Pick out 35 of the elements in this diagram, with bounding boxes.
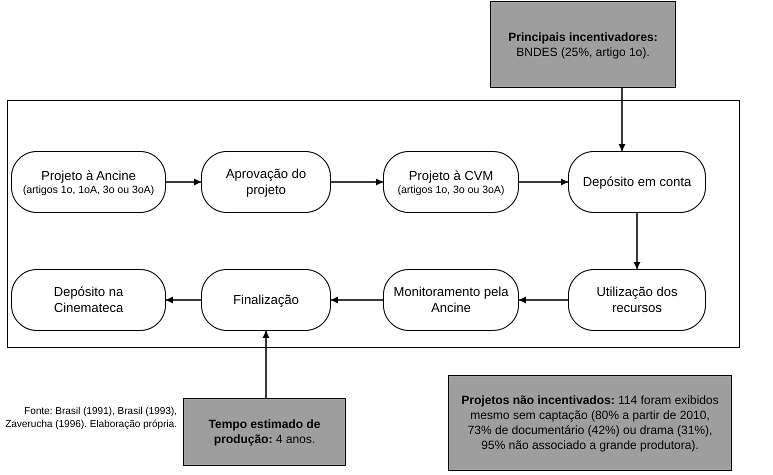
arrow — [634, 213, 640, 269]
note-text: Projetos não incentivados: 114 foram exibidos mesmo sem captação (80% a partir de 2010, 73% de documentário (42%) ou drama (31%), 95% não associado a grande produtora). — [460, 393, 720, 453]
process-box — [568, 151, 706, 213]
note-text: Tempo estimado de produção: 4 anos. — [208, 417, 322, 447]
step-label: Depósito em conta — [582, 174, 692, 190]
process-box — [383, 269, 519, 331]
process-box — [11, 151, 166, 213]
arrow — [331, 178, 383, 186]
step-label: Depósito na Cinemateca — [52, 284, 124, 316]
arrow — [519, 296, 568, 304]
step-label: Utilização dos recursos — [596, 284, 678, 316]
process-box — [201, 269, 331, 331]
note-box — [490, 1, 676, 88]
arrow — [519, 178, 568, 186]
process-box — [568, 269, 706, 331]
process-box — [11, 269, 166, 331]
note-box — [448, 375, 732, 471]
step-label: Aprovação do projeto — [224, 166, 308, 198]
step-detail: (artigos 1o, 3o ou 3oA) — [398, 184, 504, 196]
arrow — [331, 296, 383, 304]
process-box — [383, 151, 519, 213]
arrow — [618, 88, 626, 151]
note-box — [183, 398, 346, 466]
flow-frame — [7, 100, 740, 348]
step-label: Finalização — [233, 292, 299, 308]
step-label: Projeto à CVM — [408, 168, 494, 184]
step-label: Monitoramento pela Ancine — [392, 284, 510, 316]
arrow — [166, 178, 201, 186]
arrow — [166, 296, 201, 304]
source-note: Fonte: Brasil (1991), Brasil (1993), Zaverucha (1996). Elaboração própria. — [4, 406, 177, 431]
note-text: Principais incentivadores: BNDES (25%, artigo 1o). — [507, 30, 659, 60]
step-label: Projeto à Ancine — [41, 168, 136, 184]
process-box — [201, 151, 331, 213]
step-detail: (artigos 1o, 1oA, 3o ou 3oA) — [22, 184, 154, 196]
arrow — [262, 331, 270, 398]
